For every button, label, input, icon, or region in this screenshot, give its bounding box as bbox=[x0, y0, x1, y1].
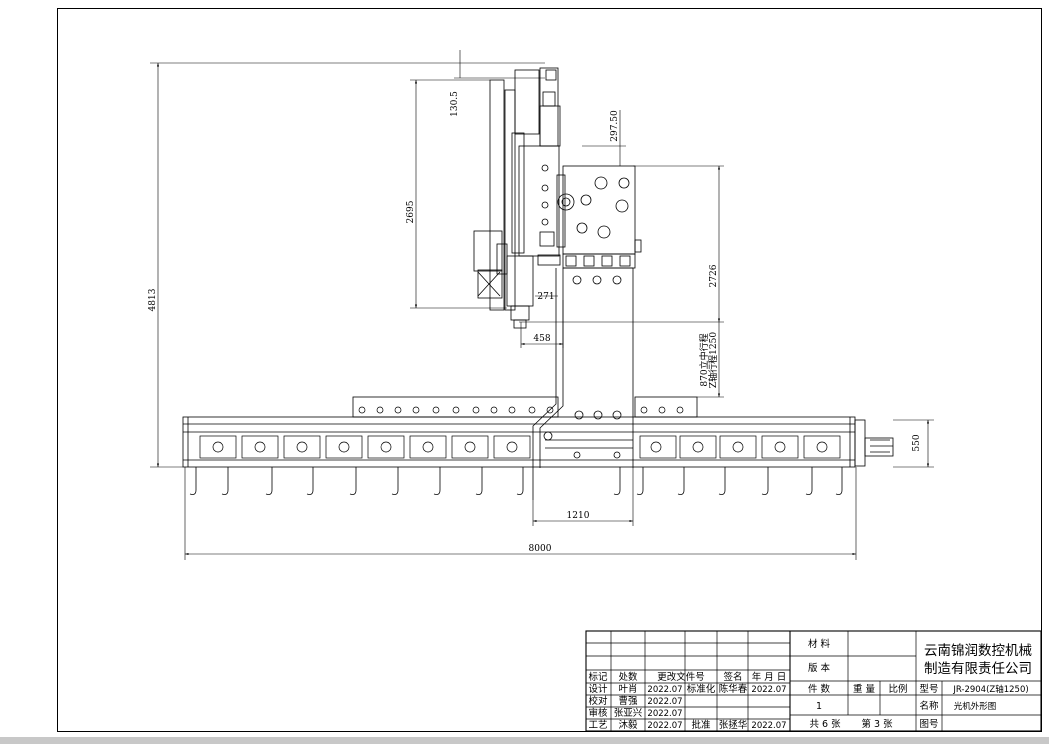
tb-sheet-number: 第 3 张 bbox=[861, 718, 893, 730]
tb-role-process: 工艺 bbox=[588, 720, 607, 731]
tb-drawing-no-label: 图号 bbox=[919, 719, 938, 730]
tb-role2-approve: 批准 bbox=[691, 719, 711, 731]
dim-overall-height: 4813 bbox=[148, 288, 158, 311]
bed-pockets bbox=[199, 435, 841, 459]
dim-spindle-offset: 271 bbox=[537, 292, 554, 302]
drawing-frame bbox=[57, 8, 1042, 732]
tb-role-check: 校对 bbox=[588, 695, 608, 707]
dim-column-width: 1210 bbox=[567, 511, 590, 521]
tb-name-review: 张亚兴 bbox=[614, 708, 643, 719]
bolt-holes bbox=[541, 164, 630, 459]
dim-carriage-height: 2726 bbox=[709, 264, 719, 287]
tb-name-process: 沐毅 bbox=[618, 719, 638, 731]
tb-quantity-label: 件 数 bbox=[808, 683, 831, 695]
tb-name2-standard: 陈华春 bbox=[719, 683, 748, 695]
tb-name-label: 名称 bbox=[919, 700, 939, 712]
tb-name-value: 光机外形图 bbox=[954, 701, 997, 712]
tb-date-design: 2022.07 bbox=[647, 685, 682, 695]
tb-weight-label: 重 量 bbox=[853, 683, 876, 695]
tb-quantity-value: 1 bbox=[816, 701, 822, 712]
tb-model-value: JR-2904(Z轴1250) bbox=[952, 684, 1028, 695]
tb-date2-standard: 2022.07 bbox=[751, 685, 786, 695]
dim-top-offset: 130.5 bbox=[450, 91, 460, 117]
tb-date-process: 2022.07 bbox=[647, 721, 682, 731]
tb-header-change-doc: 更改文件号 bbox=[657, 671, 705, 683]
tb-header-zones: 处数 bbox=[618, 671, 638, 683]
dim-bed-height: 550 bbox=[912, 434, 922, 451]
tb-scale-label: 比例 bbox=[888, 683, 907, 695]
tb-sheets-total: 共 6 张 bbox=[809, 719, 841, 730]
tb-header-signature: 签名 bbox=[723, 671, 742, 683]
bottom-scroll-strip bbox=[0, 737, 1049, 744]
tb-date-review: 2022.07 bbox=[647, 709, 682, 719]
company-name-line2: 制造有限责任公司 bbox=[924, 661, 1032, 677]
tb-model-label: 型号 bbox=[919, 684, 938, 695]
tb-name-design: 叶肖 bbox=[618, 683, 637, 695]
dimension-lines bbox=[150, 50, 934, 560]
dim-ram-offset: 297.50 bbox=[610, 110, 620, 142]
rail-holes bbox=[358, 406, 684, 414]
dim-stroke-note-2: Z轴行程1250 bbox=[707, 332, 719, 388]
company-name-line1: 云南锦润数控机械 bbox=[924, 643, 1032, 659]
dim-stroke-note-1: 870立中行程 bbox=[698, 333, 710, 386]
tb-role-design: 设计 bbox=[588, 683, 608, 695]
tb-name-check: 曹强 bbox=[618, 695, 638, 707]
tb-header-date: 年 月 日 bbox=[752, 671, 787, 683]
tb-header-mark: 标记 bbox=[588, 671, 608, 683]
machine-outline bbox=[182, 67, 894, 500]
title-block-grid bbox=[585, 630, 1042, 732]
dim-spindle-width: 458 bbox=[533, 334, 550, 344]
tb-date-check: 2022.07 bbox=[647, 697, 682, 707]
leveling-feet bbox=[189, 467, 843, 495]
dim-ram-height: 2695 bbox=[406, 200, 416, 223]
tb-version-label: 版 本 bbox=[808, 662, 831, 674]
tb-date2-approve: 2022.07 bbox=[751, 721, 786, 731]
tb-material-label: 材 料 bbox=[808, 638, 831, 650]
tb-role2-standard: 标准化 bbox=[687, 683, 716, 695]
dim-overall-length: 8000 bbox=[529, 544, 552, 554]
tb-role-review: 审核 bbox=[588, 707, 608, 719]
tb-name2-approve: 张拯华 bbox=[719, 719, 748, 731]
